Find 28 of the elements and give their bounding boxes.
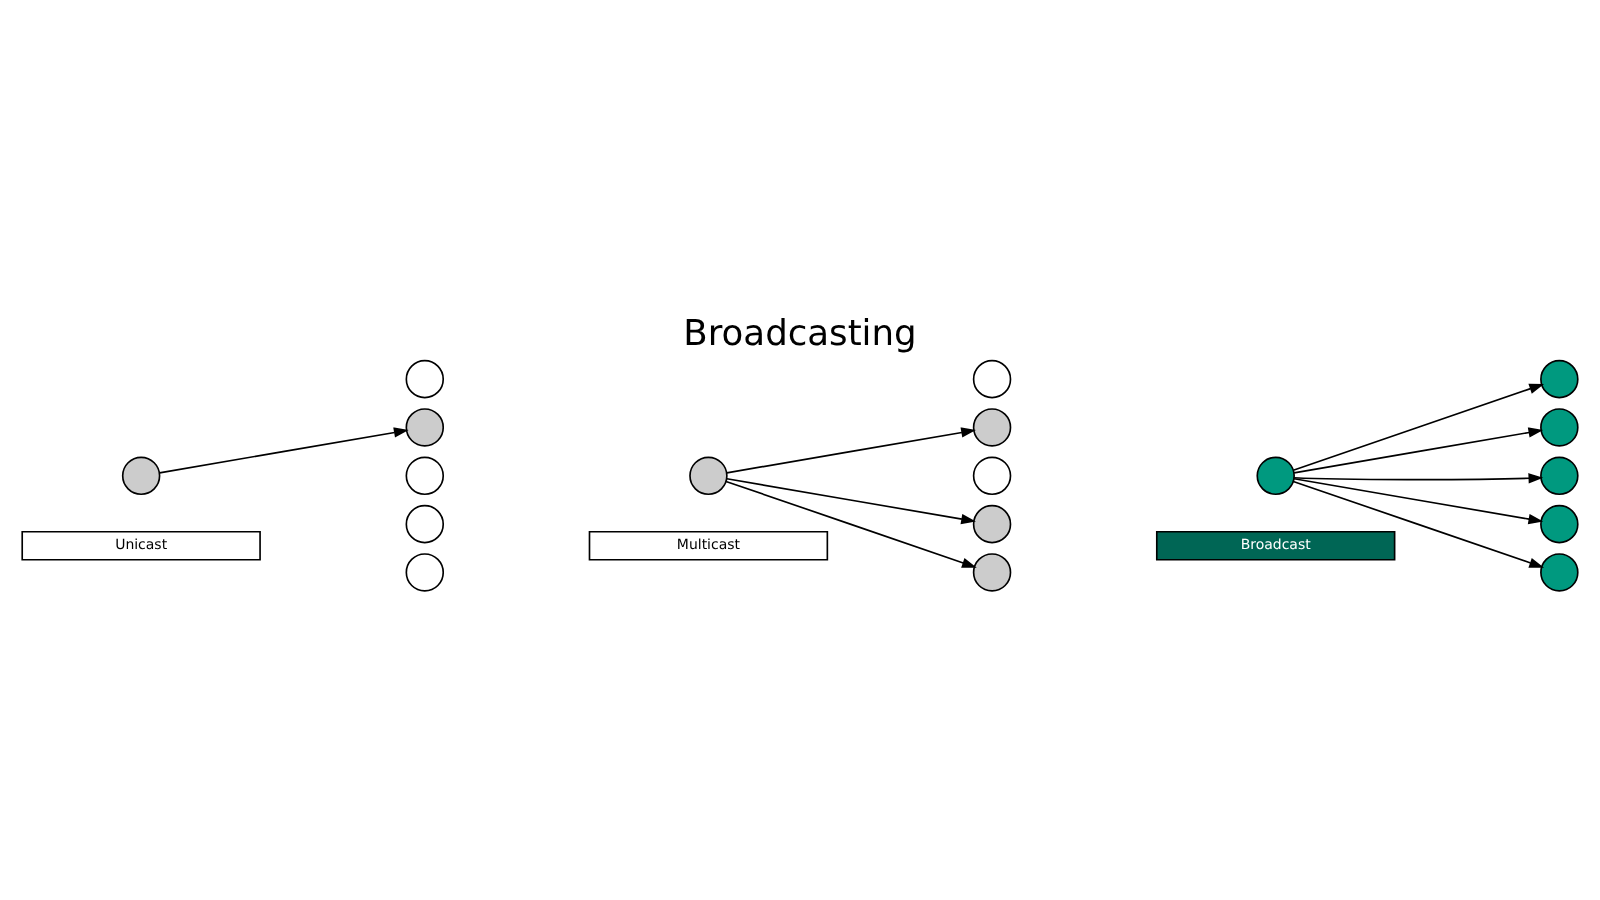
node-circle (972, 552, 1012, 591)
node-circle (1540, 552, 1579, 591)
arrow (1293, 472, 1544, 483)
node-circle (405, 503, 445, 543)
arrow (725, 479, 977, 567)
arrow (726, 476, 976, 524)
node-circle (972, 503, 1012, 543)
diagram-title: Broadcasting (683, 311, 917, 354)
node-circle (972, 455, 1012, 495)
node-circle (405, 358, 445, 398)
arrow (726, 426, 976, 473)
node-circle (689, 455, 728, 495)
node-circle (1256, 455, 1295, 495)
arrow (1292, 479, 1545, 567)
node-circle (405, 552, 445, 591)
node-circle (405, 455, 445, 495)
arrow (1293, 476, 1544, 524)
node-circle (972, 358, 1012, 398)
arrow (158, 426, 409, 473)
node-circle (1540, 358, 1579, 398)
node-circle (1540, 455, 1579, 495)
node-circle (405, 407, 445, 446)
arrow (1292, 382, 1545, 470)
arrow (1293, 426, 1544, 473)
node-circle (1540, 503, 1579, 543)
node-circle (1540, 407, 1579, 446)
node-circle (121, 455, 161, 495)
node-circle (972, 407, 1012, 446)
